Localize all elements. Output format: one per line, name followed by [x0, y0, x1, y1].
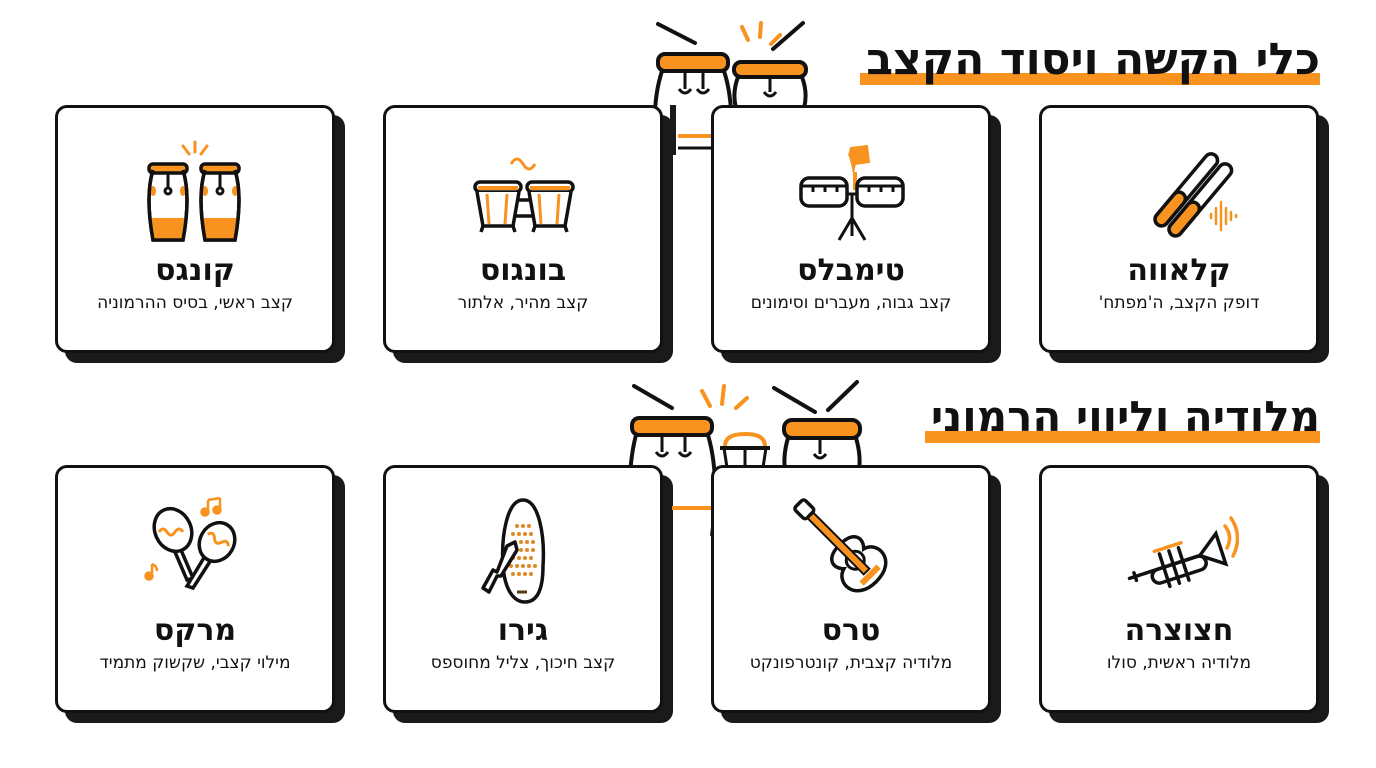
instrument-description: קצב גבוה, מעברים וסימונים — [750, 293, 952, 313]
trumpet-icon — [1127, 516, 1239, 589]
section-title-melody: מלודיה וליווי הרמוני — [924, 396, 1320, 443]
instrument-description: דופק הקצב, ה'מפתח' — [1098, 293, 1260, 313]
instrument-card-claves: קלאווה דופק הקצב, ה'מפתח' — [1039, 105, 1329, 363]
instrument-description: מילוי קצבי, שקשוק מתמיד — [99, 653, 291, 673]
instrument-card-timbales: טימבלס קצב גבוה, מעברים וסימונים — [711, 105, 1001, 363]
instrument-card-guiro: גירו קצב חיכוך, צליל מחוספס — [383, 465, 673, 723]
maracas-icon — [144, 496, 237, 591]
instrument-card-tres: טרס מלודיה קצבית, קונטרפונקט — [711, 465, 1001, 723]
instrument-name: טרס — [821, 613, 881, 648]
instrument-card-maracas: מרקס מילוי קצבי, שקשוק מתמיד — [55, 465, 345, 723]
section-title-percussion: כלי הקשה ויסוד הקצב — [860, 38, 1320, 85]
tres-guitar-icon — [793, 498, 888, 593]
instrument-name: בונגוס — [479, 253, 567, 288]
instrument-name: קונגס — [155, 253, 235, 288]
instrument-name: קלאווה — [1127, 253, 1231, 288]
instrument-card-congas: קונגס קצב ראשי, בסיס ההרמוניה — [55, 105, 345, 363]
instrument-card-trumpet: חצוצרה מלודיה ראשית, סולו — [1039, 465, 1329, 723]
claves-icon — [1153, 152, 1238, 238]
instrument-name: חצוצרה — [1124, 613, 1234, 648]
instrument-description: קצב ראשי, בסיס ההרמוניה — [97, 293, 293, 313]
title-underline — [924, 431, 1320, 443]
instrument-description: מלודיה ראשית, סולו — [1106, 653, 1252, 673]
instrument-card-bongos: בונגוס קצב מהיר, אלתור — [383, 105, 673, 363]
instrument-description: קצב חיכוך, צליל מחוספס — [430, 653, 616, 673]
instrument-name: גירו — [497, 613, 549, 648]
timbales-icon — [799, 144, 905, 241]
instrument-description: מלודיה קצבית, קונטרפונקט — [749, 653, 953, 673]
decorative-conga-body-icon — [670, 105, 676, 155]
guiro-icon — [481, 498, 546, 604]
congas-icon — [147, 140, 241, 242]
instrument-name: מרקס — [153, 613, 237, 648]
instrument-description: קצב מהיר, אלתור — [457, 293, 589, 313]
instrument-name: טימבלס — [797, 253, 905, 288]
bongos-icon — [473, 157, 575, 233]
title-underline — [860, 73, 1320, 85]
